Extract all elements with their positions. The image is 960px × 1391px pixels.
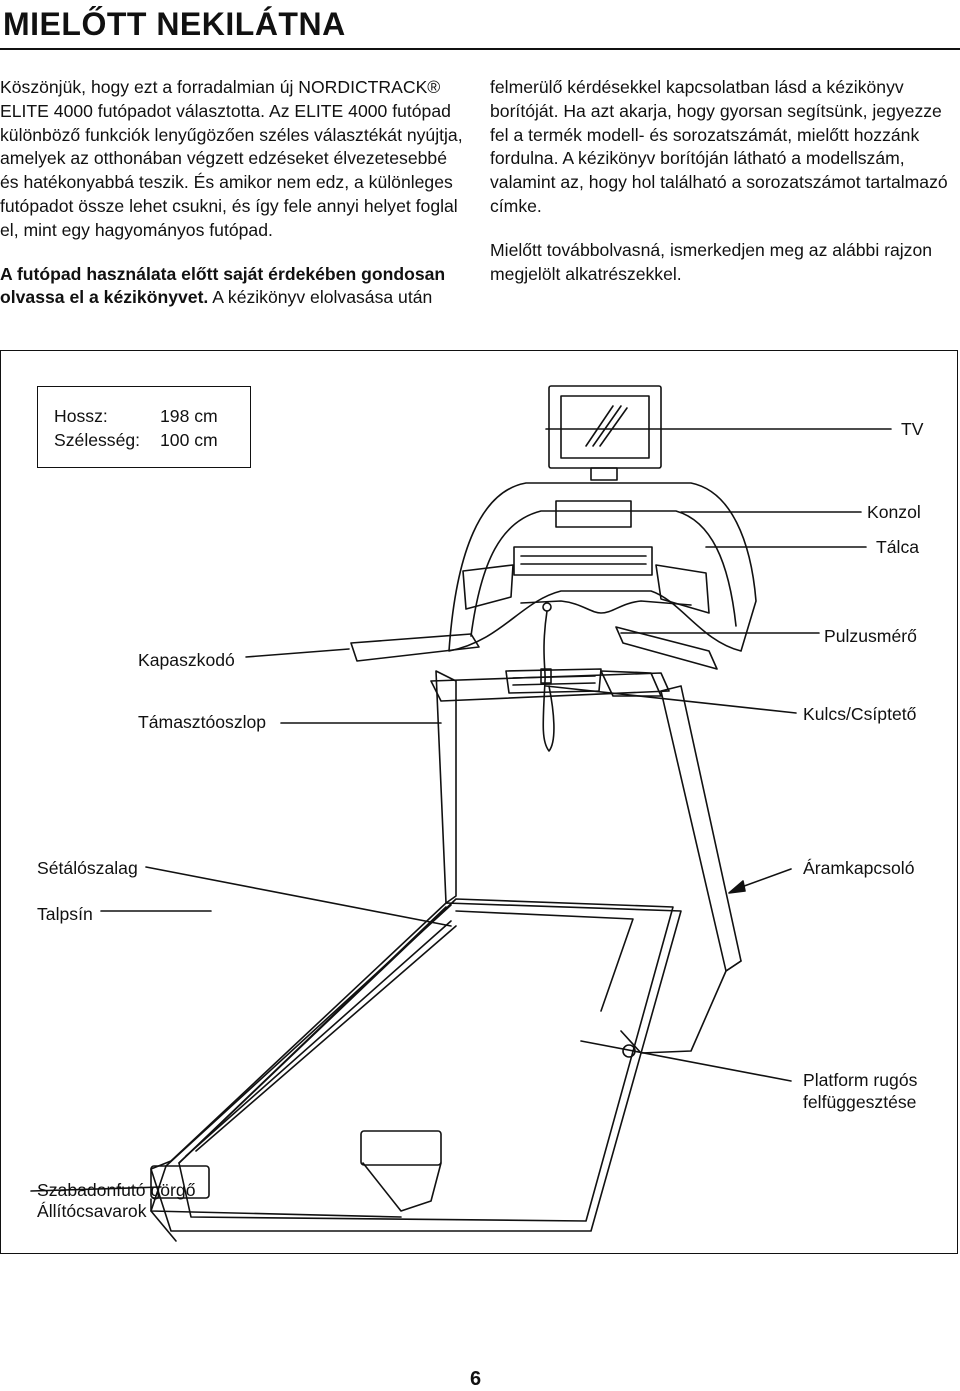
label-platform-line2: felfüggesztése [803, 1092, 917, 1112]
intro-closing-paragraph: Mielőtt továbbolvasná, ismerkedjen meg a… [490, 239, 933, 284]
treadmill-figure: Hossz: 198 cm Szélesség: 100 cm TV Konzo… [0, 350, 958, 1254]
label-upright: Támasztóoszlop [138, 712, 267, 732]
label-tv: TV [901, 419, 924, 439]
console-body [448, 482, 757, 652]
label-tray: Tálca [876, 537, 920, 557]
label-roller-line1: Szabadonfutó görgő [37, 1180, 196, 1200]
length-value: 198 cm [160, 406, 218, 426]
uprights [435, 670, 742, 1058]
width-row: Szélesség: 100 cm [54, 430, 218, 451]
label-belt: Sétálószalag [37, 858, 138, 878]
label-foot-rail: Talpsín [37, 904, 93, 924]
width-value: 100 cm [160, 430, 218, 450]
page-title: MIELŐTT NEKILÁTNA [3, 6, 346, 42]
dimension-leader-lines [30, 428, 892, 1192]
warning-continued-text: felmerülő kérdésekkel kapcsolatban lásd … [490, 77, 948, 216]
page-number: 6 [470, 1368, 482, 1390]
deck-and-belt [150, 898, 682, 1242]
warning-paragraph: A futópad használata előtt saját érdekéb… [0, 263, 470, 311]
length-row: Hossz: 198 cm [54, 406, 218, 427]
label-roller-line2: Állítócsavarok [37, 1201, 147, 1221]
label-power-switch: Áramkapcsoló [803, 858, 915, 878]
treadmill-drawing [30, 385, 892, 1242]
length-label: Hossz: [54, 406, 108, 426]
label-pulse: Pulzusmérő [824, 626, 917, 646]
warning-bold-text: A futópad használata előtt saját érdekéb… [0, 263, 446, 308]
safety-key-cord [540, 602, 555, 752]
width-label: Szélesség: [54, 430, 141, 450]
label-key-clip: Kulcs/Csíptető [803, 704, 917, 724]
intro-left-column: Köszönjük, hogy ezt a forradalmian új NO… [0, 76, 470, 330]
tray [430, 668, 670, 702]
tv-screen [548, 385, 662, 481]
label-console: Konzol [867, 502, 921, 522]
intro-paragraph: Köszönjük, hogy ezt a forradalmian új NO… [0, 77, 463, 240]
handrails [350, 626, 718, 697]
title-rule [0, 48, 960, 50]
intro-right-column: felmerülő kérdésekkel kapcsolatban lásd … [490, 76, 958, 306]
warning-rest-text: A kézikönyv elolvasása után [208, 287, 433, 308]
dimensions-box: Hossz: 198 cm Szélesség: 100 cm [37, 386, 251, 468]
label-platform-line1: Platform rugós [803, 1070, 918, 1090]
label-handrail: Kapaszkodó [138, 650, 235, 670]
